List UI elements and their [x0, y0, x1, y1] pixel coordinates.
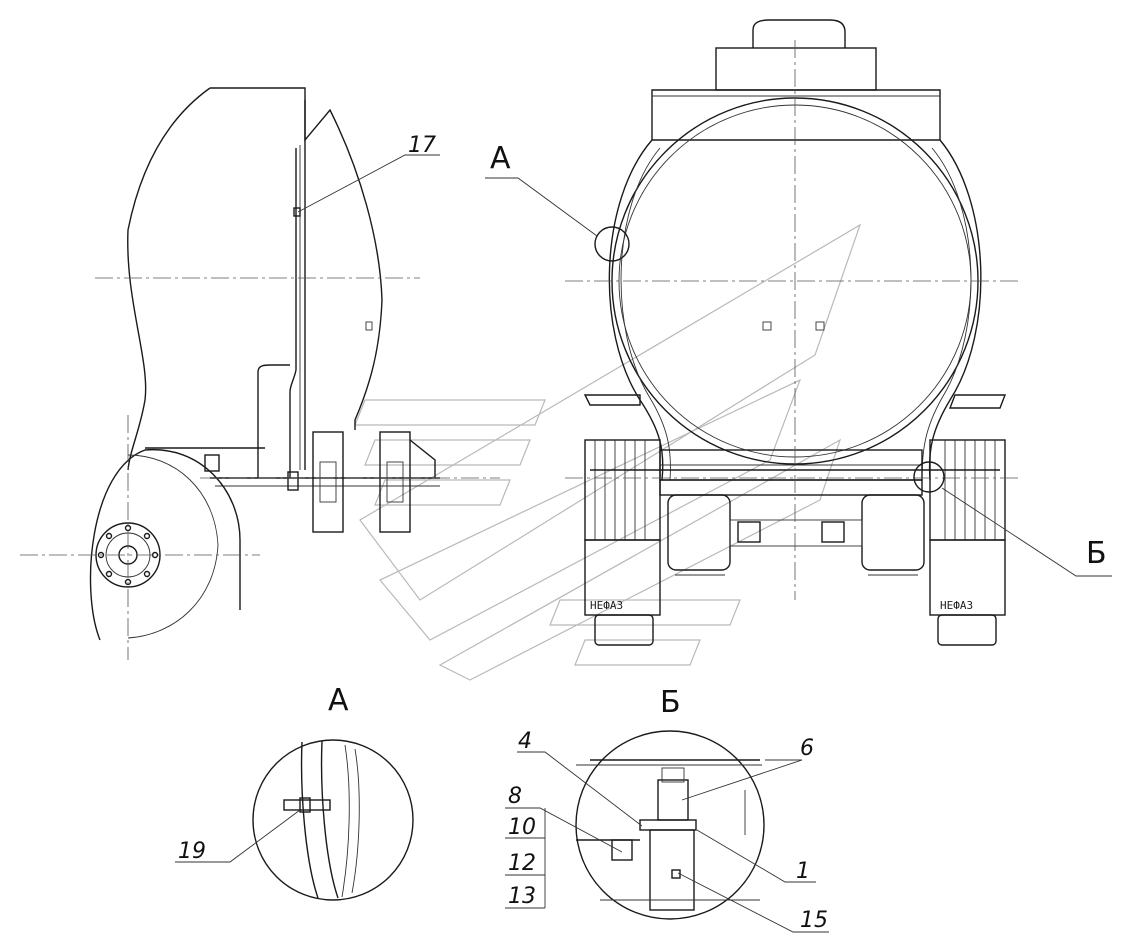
side-view — [20, 87, 500, 660]
callout-4: 4 — [518, 729, 532, 754]
callout-17: 17 — [408, 133, 436, 158]
callout-6: 6 — [800, 736, 814, 761]
fender-stamp-right: НЕФАЗ — [940, 599, 973, 612]
callout-8: 8 — [508, 784, 522, 809]
callout-12: 12 — [508, 851, 536, 876]
detail-a — [175, 739, 414, 901]
view-title-b: Б — [660, 685, 681, 720]
rear-view — [485, 19, 1112, 646]
callout-15: 15 — [800, 908, 828, 933]
callout-1: 1 — [796, 859, 810, 884]
callout-13: 13 — [508, 884, 536, 909]
view-label-a-top: А — [490, 141, 511, 176]
fender-stamp-left: НЕФАЗ — [590, 599, 623, 612]
view-label-b-top: Б — [1086, 536, 1107, 571]
detail-b — [505, 730, 829, 933]
callout-10: 10 — [508, 815, 536, 840]
view-title-a: А — [328, 683, 349, 718]
callout-19: 19 — [178, 839, 206, 864]
